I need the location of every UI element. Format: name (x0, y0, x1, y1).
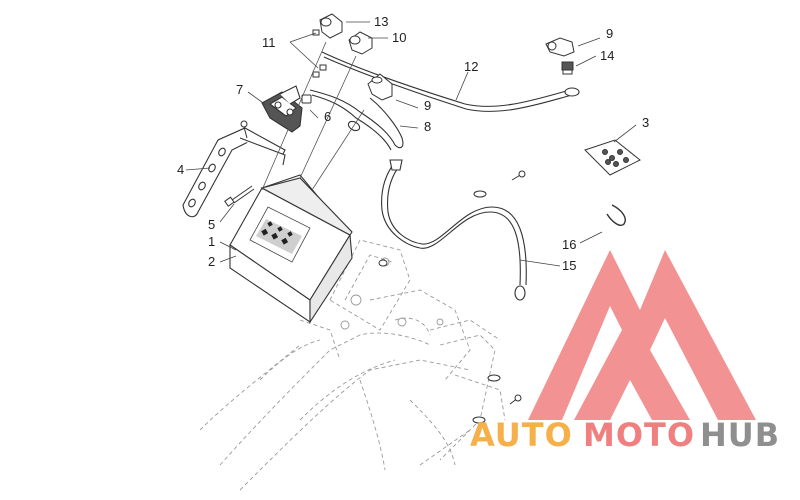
frame-chassis (199, 239, 506, 491)
watermark-hub: HUB (700, 416, 780, 454)
callout-numbers: 1 2 3 4 5 6 7 8 9 9 10 11 12 13 14 15 16 (177, 14, 649, 273)
battery (229, 174, 353, 324)
logo-triangle-mark (528, 250, 756, 420)
nut-14 (561, 61, 574, 75)
leader-assembly-lines (261, 41, 365, 191)
callout-leaders (185, 21, 637, 267)
callout-10: 10 (392, 30, 406, 45)
clip-16 (606, 204, 626, 226)
cable-12 (321, 51, 580, 112)
callout-8: 8 (424, 119, 431, 134)
callout-14: 14 (600, 48, 614, 63)
callout-2: 2 (208, 254, 215, 269)
callout-7: 7 (236, 82, 243, 97)
terminal-block (261, 85, 303, 133)
callout-6: 6 (324, 109, 331, 124)
washers (378, 190, 501, 424)
callout-13: 13 (374, 14, 388, 29)
callout-3: 3 (642, 115, 649, 130)
callout-15: 15 (562, 258, 576, 273)
hardware-kit-3 (584, 139, 641, 176)
watermark-auto: AUTO (470, 416, 573, 454)
cable-15 (381, 159, 527, 301)
callout-4: 4 (177, 162, 184, 177)
nut-6 (301, 94, 312, 104)
callout-12: 12 (464, 59, 478, 74)
bolt-top (240, 120, 248, 139)
automotohub-logo (528, 250, 756, 420)
bolt-right (509, 170, 526, 405)
battery-bracket (182, 127, 286, 218)
boot-9-right (545, 37, 575, 57)
callout-16: 16 (562, 237, 576, 252)
callout-9-mid: 9 (424, 98, 431, 113)
frame-holes (340, 257, 444, 330)
callout-5: 5 (208, 217, 215, 232)
callout-1: 1 (208, 234, 215, 249)
watermark-text: AUTO MOTO HUB (470, 416, 780, 454)
callout-11: 11 (262, 35, 276, 50)
callout-9-right: 9 (606, 26, 613, 41)
boot-9-mid (367, 73, 393, 101)
watermark-moto: MOTO (583, 416, 695, 454)
cable-assembly-top (312, 13, 373, 78)
bolt-5 (224, 185, 255, 207)
